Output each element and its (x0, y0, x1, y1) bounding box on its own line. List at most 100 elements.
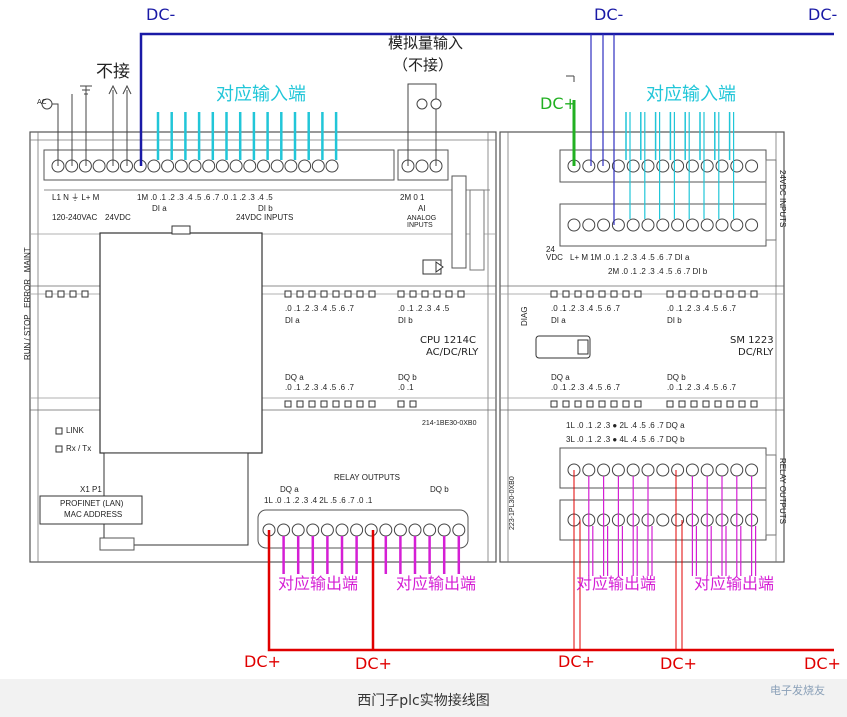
sm-diag-label: DIAG (520, 306, 529, 326)
terminal-screw (597, 218, 611, 232)
output-led (409, 400, 417, 408)
terminal-screw (215, 159, 229, 173)
sm-status-leds (550, 290, 758, 408)
caption-bar: 西门子plc实物接线图 (0, 679, 847, 717)
input-terminal-header: 1M .0 .1 .2 .3 .4 .5 .6 .7 .0 .1 .2 .3 .… (137, 193, 273, 202)
sm-order-number: 223-1PL30-0XB0 (509, 476, 516, 530)
terminal-screw (641, 463, 655, 477)
status-led (69, 290, 77, 298)
port-label: X1 P1 (80, 485, 102, 494)
sm-dq-a-label: DQ a (551, 373, 570, 382)
dq-b-label: DQ b (398, 373, 417, 382)
terminal-screw (188, 159, 202, 173)
mac-address-label: MAC ADDRESS (64, 510, 123, 519)
out-dq-b: DQ b (430, 485, 449, 494)
terminal-screw (582, 218, 596, 232)
output-led (702, 400, 710, 408)
terminal-screw (656, 513, 670, 527)
terminal-screw (641, 218, 655, 232)
terminal-screw (364, 523, 378, 537)
terminal-screw (700, 463, 714, 477)
status-led (45, 290, 53, 298)
terminal-screw (656, 463, 670, 477)
terminal-screw (452, 523, 466, 537)
link-led (55, 427, 63, 435)
terminal-screw (671, 218, 685, 232)
cpu-input-wires (156, 112, 338, 160)
status-led-labels: RUN / STOP ERROR MAINT (23, 247, 32, 360)
terminal-screw (671, 463, 685, 477)
output-led (610, 400, 618, 408)
input-group-b: DI b (258, 204, 273, 213)
wires (41, 32, 834, 652)
sm-side-inputs: 24VDC INPUTS (778, 170, 787, 228)
input-led (562, 290, 570, 298)
sm-top-header: L+ M 1M .0 .1 .2 .3 .4 .5 .6 .7 DI a (570, 253, 690, 262)
terminal-screw (393, 523, 407, 537)
dc-plus-green-label: DC+ (540, 94, 577, 113)
output-led (738, 400, 746, 408)
output-led (634, 400, 642, 408)
output-led (726, 400, 734, 408)
dc-plus-bus (267, 530, 834, 652)
terminal-screw (671, 513, 685, 527)
input-led (586, 290, 594, 298)
caption-text: 西门子plc实物接线图 (357, 693, 490, 709)
terminal-screw (379, 523, 393, 537)
terminal-screw (78, 159, 92, 173)
terminal-screw (291, 523, 305, 537)
output-led (550, 400, 558, 408)
input-led (296, 290, 304, 298)
input-led (610, 290, 618, 298)
output-label: 对应输出端 (694, 574, 775, 593)
terminal-screw (306, 523, 320, 537)
status-led (81, 290, 89, 298)
analog-spec: ANALOG INPUTS (407, 215, 437, 229)
terminal-screw (320, 523, 334, 537)
terminal-screw (730, 463, 744, 477)
output-led (622, 400, 630, 408)
terminal-screw (582, 463, 596, 477)
input-led (550, 290, 558, 298)
sm-input-label: 对应输入端 (646, 84, 736, 105)
status-led (57, 290, 65, 298)
output-label: 对应输出端 (576, 574, 657, 593)
output-led (320, 400, 328, 408)
dc-plus-label: DC+ (804, 654, 841, 673)
input-spec: 24VDC INPUTS (236, 213, 294, 222)
output-led (368, 400, 376, 408)
terminal-screw (243, 159, 257, 173)
dq-a-label: DQ a (285, 373, 304, 382)
not-connected-label: 不接 (96, 62, 130, 82)
terminal-screw (277, 523, 291, 537)
cpu-front-cover (99, 232, 263, 454)
input-led (421, 290, 429, 298)
dc-plus-label: DC+ (558, 652, 595, 671)
output-led (344, 400, 352, 408)
cpu-model-sub: AC/DC/RLY (426, 347, 479, 358)
di-b-led-labels: .0 .1 .2 .3 .4 .5 (398, 304, 450, 313)
terminal-screw (626, 218, 640, 232)
terminal-screw (567, 218, 581, 232)
sm-di-a-label: DI a (551, 316, 566, 325)
terminal-screw (423, 523, 437, 537)
terminal-screw (229, 159, 243, 173)
cpu-status-leds (45, 290, 465, 408)
input-led (344, 290, 352, 298)
terminal-screw (715, 159, 729, 173)
terminal-screw (92, 159, 106, 173)
profinet-port (39, 495, 143, 525)
output-led (666, 400, 674, 408)
input-led (690, 290, 698, 298)
terminal-screw (671, 159, 685, 173)
output-led (690, 400, 698, 408)
terminal-screw (311, 159, 325, 173)
input-led (457, 290, 465, 298)
terminal-screw (700, 159, 714, 173)
terminal-screw (147, 159, 161, 173)
watermark: 电子发烧友 (770, 684, 825, 697)
input-led (714, 290, 722, 298)
terminal-screw (597, 463, 611, 477)
cpu-order-number: 214-1BE30-0XB0 (422, 420, 477, 427)
